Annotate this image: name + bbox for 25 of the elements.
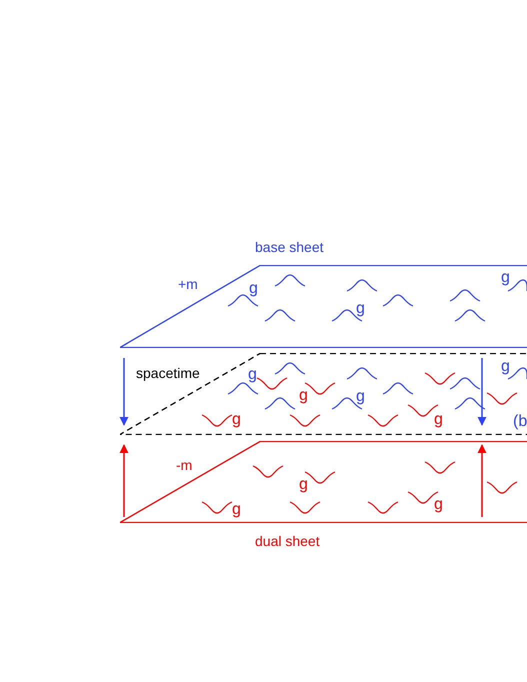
graviton-label: (b xyxy=(513,414,527,430)
graviton-label: g xyxy=(356,389,365,405)
arrow xyxy=(478,358,486,426)
sheet-parallelogram xyxy=(120,441,527,523)
arrow xyxy=(478,444,486,517)
arrow xyxy=(120,358,128,426)
graviton-label: g xyxy=(232,412,241,428)
graviton-label: g xyxy=(501,270,510,286)
arrow xyxy=(120,444,128,517)
graviton-label: g xyxy=(299,388,308,404)
sheet-label: spacetime xyxy=(136,366,200,380)
graviton-label: g xyxy=(434,412,443,428)
sheet-title: base sheet xyxy=(255,240,324,254)
graviton-label: g xyxy=(249,281,258,297)
graviton-label: g xyxy=(299,477,308,493)
graviton-label: g xyxy=(501,359,510,375)
graviton-label: g xyxy=(232,502,241,518)
sheet-parallelogram xyxy=(120,353,527,435)
mass-label: +m xyxy=(178,277,198,291)
graviton-label: g xyxy=(248,367,257,383)
mass-label: -m xyxy=(176,458,192,472)
graviton-label: g xyxy=(356,301,365,317)
graviton-label: g xyxy=(434,497,443,513)
sheet-title: dual sheet xyxy=(255,534,320,548)
sheet-parallelogram xyxy=(120,265,527,348)
